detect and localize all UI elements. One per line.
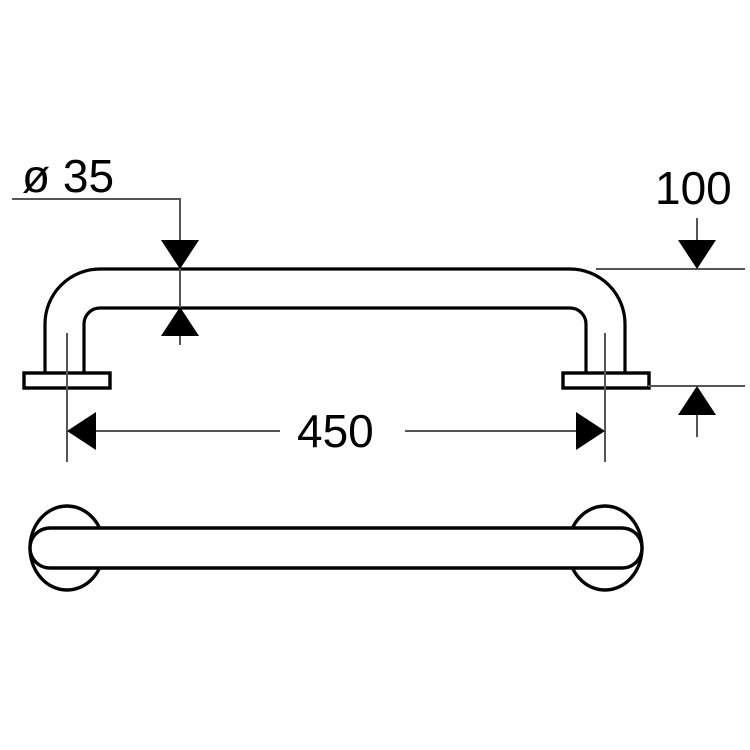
dimension-diameter: ø 35 (12, 150, 199, 345)
elevation-view (22, 267, 651, 462)
bar-outer-profile (43, 267, 627, 375)
length-arrow-right (576, 412, 605, 450)
bar-tube-plan (28, 526, 644, 570)
bar-inner-profile (82, 306, 588, 375)
height-label: 100 (655, 162, 732, 214)
length-arrow-left (67, 412, 96, 450)
diameter-arrow-up (161, 307, 199, 336)
length-label: 450 (297, 405, 374, 457)
dimension-height: 100 (596, 162, 745, 437)
height-arrow-up (678, 386, 716, 415)
plan-view (28, 504, 644, 592)
diameter-label: ø 35 (22, 150, 114, 202)
height-arrow-down (678, 240, 716, 269)
dimension-length: 450 (67, 405, 605, 457)
diameter-leader-line (12, 198, 181, 345)
diameter-arrow-down (161, 240, 199, 269)
